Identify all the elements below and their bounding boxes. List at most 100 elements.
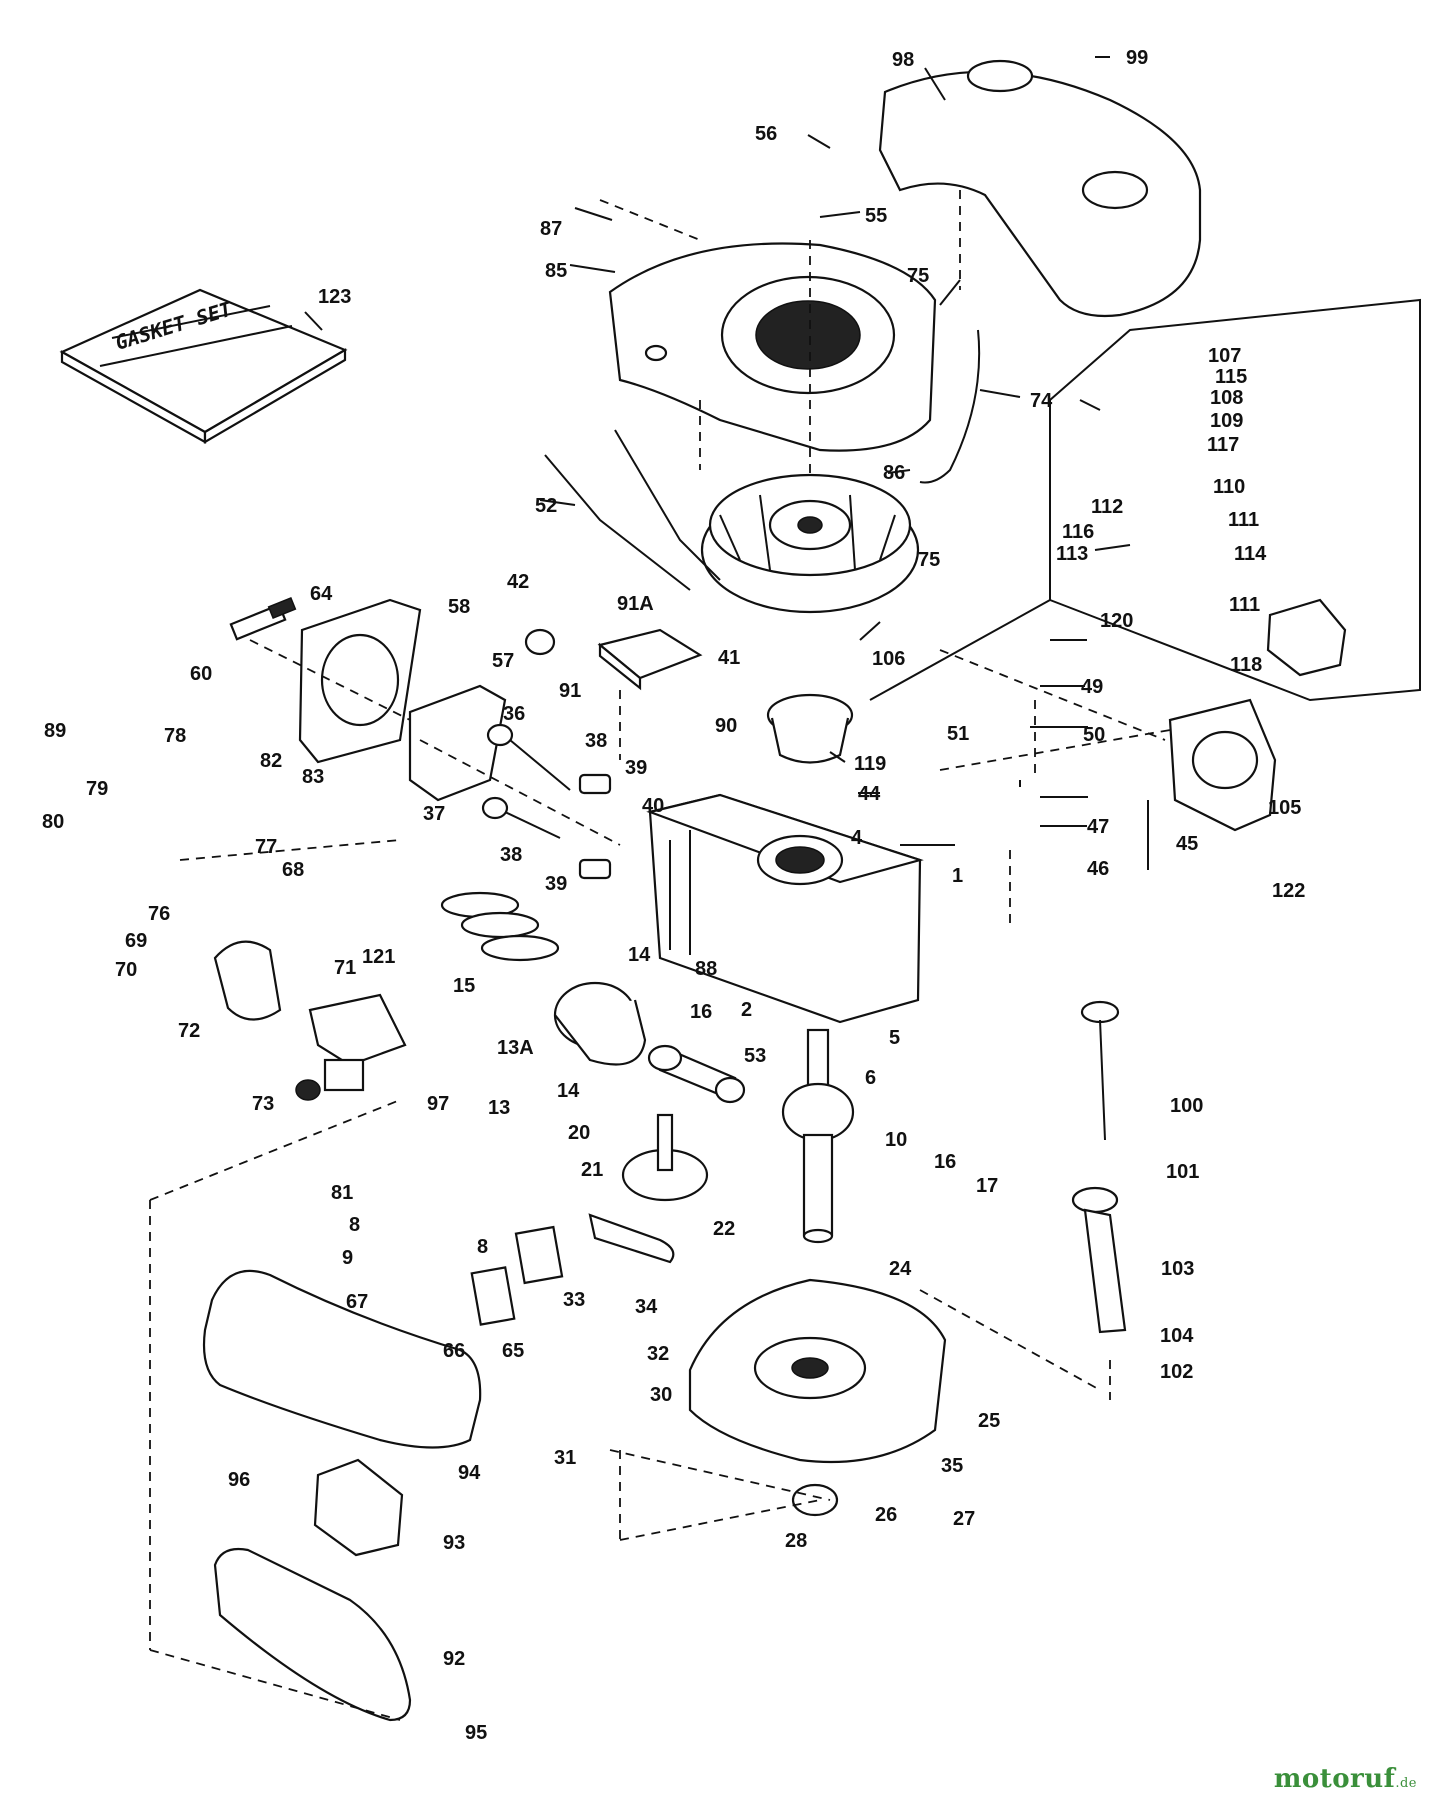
intake-spacer bbox=[470, 1266, 516, 1326]
callout-83: 83 bbox=[302, 766, 324, 788]
piston bbox=[553, 981, 647, 1066]
callout-38-bottom: 38 bbox=[500, 844, 522, 866]
callout-37: 37 bbox=[423, 803, 445, 825]
ignition-ground-wire bbox=[544, 454, 691, 591]
callout-87: 87 bbox=[540, 218, 562, 240]
callout-105: 105 bbox=[1268, 797, 1301, 819]
callout-34: 34 bbox=[635, 1296, 658, 1318]
callout-78: 78 bbox=[164, 725, 186, 747]
callout-38-top: 38 bbox=[585, 730, 607, 752]
callout-79: 79 bbox=[86, 778, 108, 800]
callout-113: 113 bbox=[1056, 543, 1088, 565]
intake-gasket bbox=[514, 1225, 564, 1285]
top-shroud-cover bbox=[878, 70, 1202, 318]
flywheel bbox=[700, 473, 920, 614]
callout-117: 117 bbox=[1207, 434, 1239, 456]
callout-94: 94 bbox=[458, 1462, 481, 1484]
callout-85: 85 bbox=[545, 260, 567, 282]
callout-57: 57 bbox=[492, 650, 514, 672]
callout-82: 82 bbox=[260, 750, 282, 772]
callout-40: 40 bbox=[642, 795, 664, 817]
callout-58: 58 bbox=[448, 596, 470, 618]
oil-fill-tube bbox=[1071, 1186, 1127, 1334]
callout-111-bottom: 111 bbox=[1229, 594, 1260, 616]
callout-70: 70 bbox=[115, 959, 137, 981]
callout-93: 93 bbox=[443, 1532, 465, 1554]
motoruf-watermark: motoruf.de bbox=[1274, 1764, 1417, 1794]
callout-118: 118 bbox=[1230, 654, 1262, 676]
cylinder-head bbox=[298, 598, 422, 764]
callout-92: 92 bbox=[443, 1648, 465, 1670]
callout-111-top: 111 bbox=[1228, 509, 1259, 531]
callout-24: 24 bbox=[889, 1258, 912, 1280]
callout-9: 9 bbox=[342, 1247, 353, 1269]
oil-seal bbox=[791, 1483, 839, 1517]
callout-96: 96 bbox=[228, 1469, 250, 1491]
callout-80: 80 bbox=[42, 811, 64, 833]
callout-47: 47 bbox=[1087, 816, 1109, 838]
callout-33: 33 bbox=[563, 1289, 585, 1311]
rewind-starter bbox=[1168, 698, 1277, 832]
callout-50: 50 bbox=[1083, 724, 1105, 746]
callout-55: 55 bbox=[865, 205, 887, 227]
callout-71: 71 bbox=[334, 957, 356, 979]
callout-89: 89 bbox=[44, 720, 66, 742]
callout-49: 49 bbox=[1081, 676, 1103, 698]
callout-26: 26 bbox=[875, 1504, 897, 1526]
callout-114: 114 bbox=[1234, 543, 1267, 565]
callout-16-bottom: 16 bbox=[934, 1151, 956, 1173]
cylinder-block bbox=[646, 793, 924, 1024]
connecting-rod bbox=[647, 1044, 746, 1104]
callout-32: 32 bbox=[647, 1343, 669, 1365]
callout-67: 67 bbox=[346, 1291, 368, 1313]
callout-13A: 13A bbox=[497, 1037, 534, 1059]
air-filter-element bbox=[313, 1458, 404, 1557]
ignition-housing bbox=[1266, 598, 1347, 677]
callout-36: 36 bbox=[503, 703, 525, 725]
intake-valve bbox=[486, 723, 571, 791]
callout-44: 44 bbox=[858, 783, 881, 805]
callout-15: 15 bbox=[453, 975, 475, 997]
callout-88: 88 bbox=[695, 958, 717, 980]
callout-86: 86 bbox=[883, 462, 905, 484]
callout-66: 66 bbox=[443, 1340, 465, 1362]
callout-91A: 91A bbox=[617, 593, 654, 615]
callout-22: 22 bbox=[713, 1218, 735, 1240]
callout-27: 27 bbox=[953, 1508, 975, 1530]
callout-101: 101 bbox=[1166, 1161, 1199, 1183]
callout-1: 1 bbox=[952, 865, 963, 887]
governor-assembly bbox=[588, 1213, 675, 1264]
callout-51: 51 bbox=[947, 723, 969, 745]
callout-64: 64 bbox=[310, 583, 333, 605]
callout-65: 65 bbox=[502, 1340, 524, 1362]
carburetor bbox=[295, 993, 407, 1101]
callout-16-top: 16 bbox=[690, 1001, 712, 1023]
callout-6: 6 bbox=[865, 1067, 876, 1089]
callout-99: 99 bbox=[1126, 47, 1148, 69]
callout-97: 97 bbox=[427, 1093, 449, 1115]
crankshaft bbox=[781, 1028, 855, 1244]
callout-112: 112 bbox=[1091, 496, 1123, 518]
callout-39-top: 39 bbox=[625, 757, 647, 779]
callout-75-top: 75 bbox=[907, 265, 929, 287]
callout-41: 41 bbox=[718, 647, 740, 669]
piston-rings bbox=[440, 891, 560, 962]
callout-95: 95 bbox=[465, 1722, 487, 1744]
callout-81: 81 bbox=[331, 1182, 353, 1204]
callout-104: 104 bbox=[1160, 1325, 1194, 1347]
callout-13: 13 bbox=[488, 1097, 510, 1119]
muffler bbox=[213, 940, 282, 1021]
exhaust-valve bbox=[481, 796, 561, 839]
spark-plug-boot bbox=[524, 628, 556, 656]
callout-100: 100 bbox=[1170, 1095, 1203, 1117]
callout-74: 74 bbox=[1030, 390, 1053, 412]
callout-69: 69 bbox=[125, 930, 147, 952]
ignition-module bbox=[597, 628, 703, 691]
callout-14-bottom: 14 bbox=[557, 1080, 580, 1102]
fuel-cap-opening bbox=[966, 59, 1034, 93]
callout-109: 109 bbox=[1210, 410, 1243, 432]
air-filter-base bbox=[213, 1547, 412, 1722]
gasket-set-envelope bbox=[59, 288, 348, 444]
callout-31: 31 bbox=[554, 1447, 576, 1469]
callout-4: 4 bbox=[851, 827, 863, 849]
